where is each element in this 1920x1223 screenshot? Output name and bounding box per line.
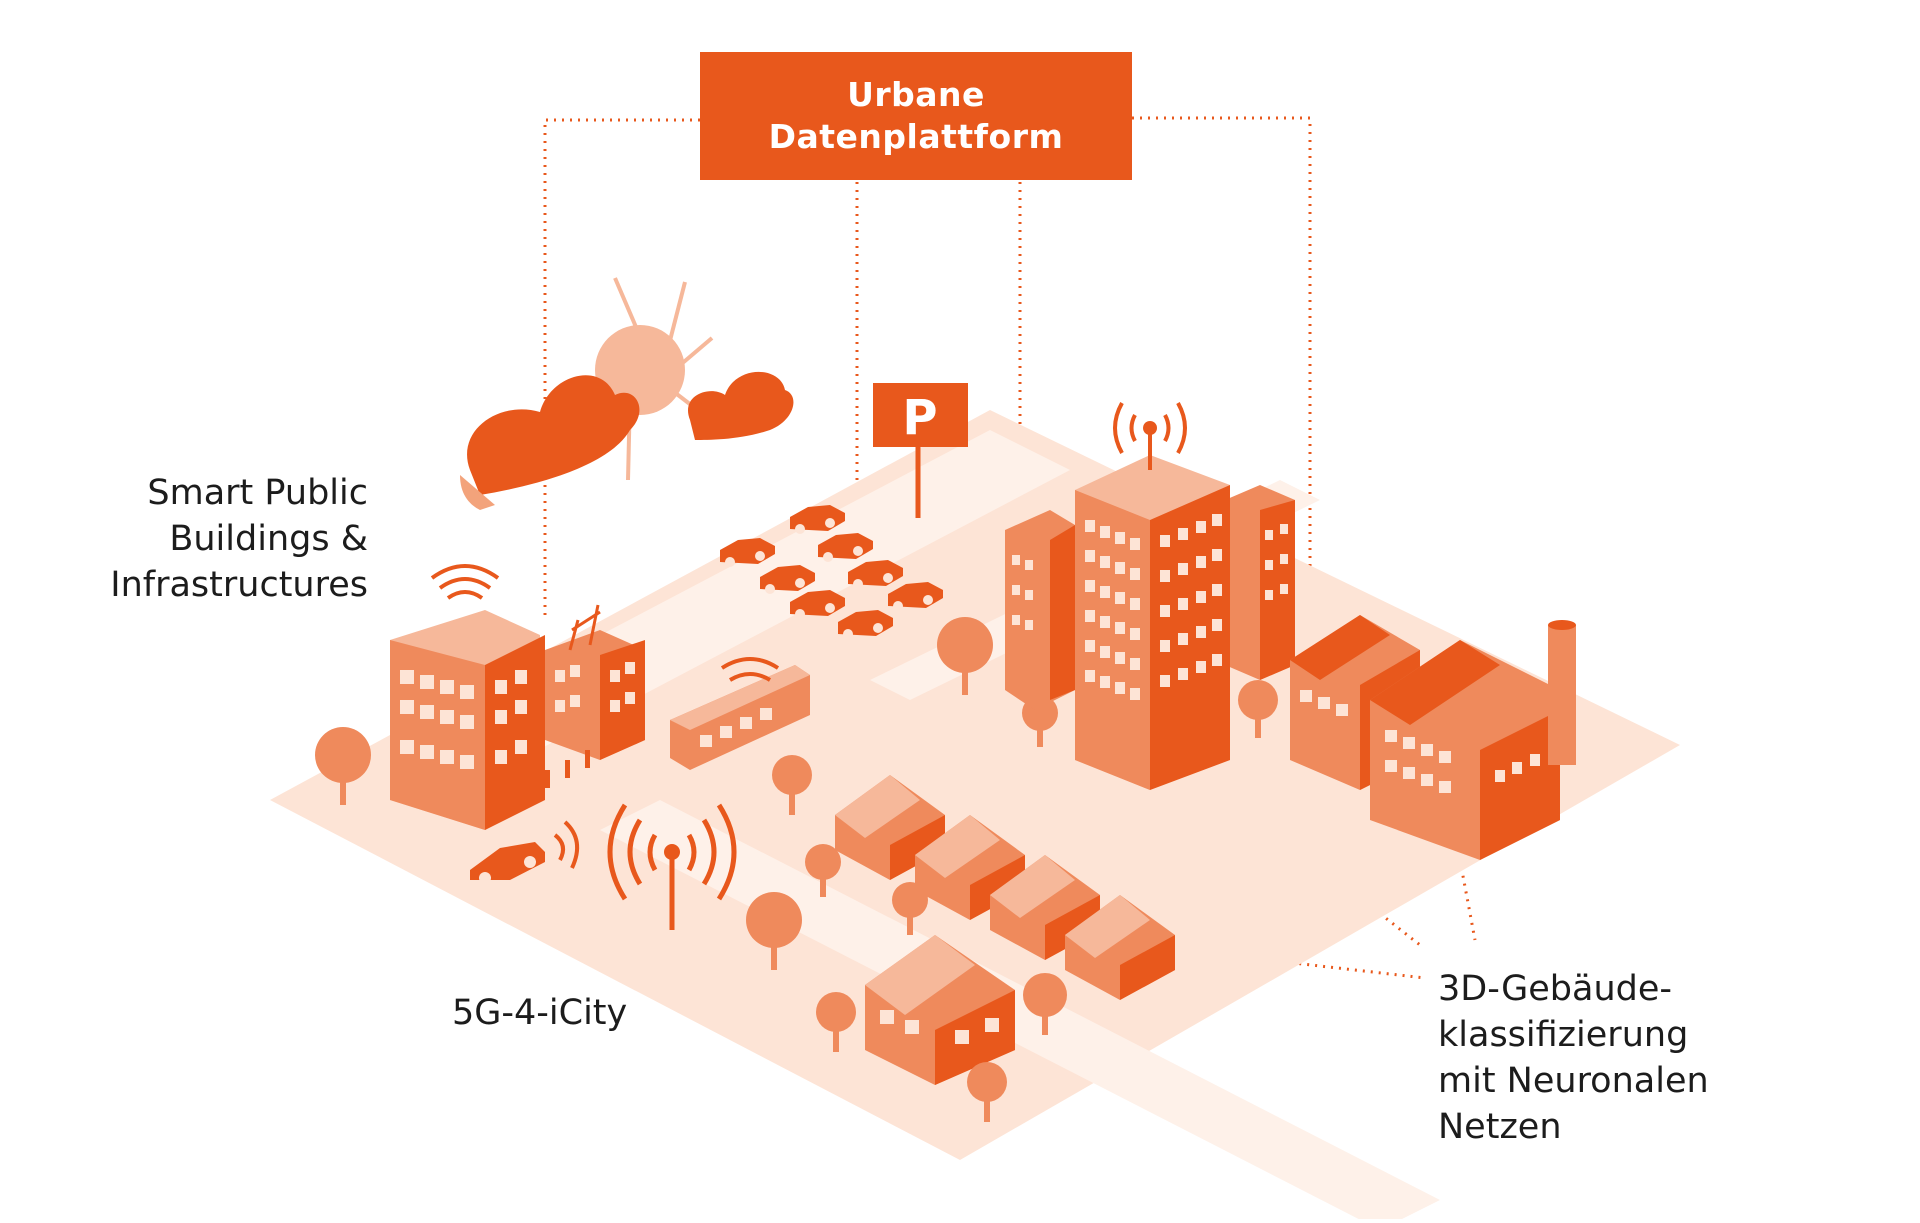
car-icon bbox=[470, 820, 580, 884]
small-cloud-icon bbox=[688, 371, 794, 440]
house bbox=[1065, 895, 1175, 1000]
bus-icon bbox=[670, 657, 810, 770]
parking-sign: P bbox=[873, 383, 968, 518]
solar-antenna-icon bbox=[568, 604, 601, 651]
smart-buildings-label: Smart Public Buildings & Infrastructures bbox=[60, 470, 368, 608]
connector-right bbox=[1132, 116, 1312, 610]
people-icon bbox=[500, 750, 590, 808]
factory-buildings bbox=[1290, 615, 1576, 860]
houses bbox=[835, 775, 1175, 1085]
antenna-tower-icon bbox=[1113, 402, 1187, 470]
classification-label-line: mit Neuronalen bbox=[1438, 1061, 1709, 1101]
sun-icon bbox=[595, 325, 685, 415]
5g-city-label: 5G-4-iCity bbox=[452, 993, 628, 1033]
tree-icon bbox=[315, 727, 371, 805]
high-rise-buildings bbox=[1005, 402, 1295, 790]
public-buildings bbox=[390, 564, 645, 830]
wifi-icon-building bbox=[430, 564, 500, 600]
tree-icon bbox=[1238, 680, 1278, 738]
parked-cars bbox=[720, 505, 943, 639]
smart-buildings-label-line: Infrastructures bbox=[110, 565, 368, 605]
connector-factory bbox=[1458, 859, 1477, 941]
tree-icon bbox=[937, 617, 993, 695]
urban-data-platform-box: Urbane Datenplattform bbox=[700, 52, 1132, 180]
classification-label-line: klassifizierung bbox=[1438, 1015, 1689, 1055]
tree-icon bbox=[805, 844, 841, 897]
tree-icon bbox=[816, 992, 856, 1052]
platform-title-line2: Datenplattform bbox=[768, 117, 1064, 156]
classification-label-line: Netzen bbox=[1438, 1107, 1562, 1147]
classification-label: 3D-Gebäude- klassifizierung mit Neuronal… bbox=[1438, 966, 1709, 1150]
tree-icon bbox=[772, 755, 812, 815]
smart-buildings-label-line: Smart Public bbox=[147, 473, 368, 513]
tree-icon bbox=[967, 1062, 1007, 1122]
tree-icon bbox=[892, 882, 928, 935]
tree-icon bbox=[746, 892, 802, 970]
smart-buildings-label-line: Buildings & bbox=[169, 519, 368, 559]
platform-title-line1: Urbane bbox=[847, 75, 985, 114]
cloud-icon bbox=[467, 375, 640, 495]
weather-icon bbox=[460, 277, 794, 510]
classification-label-line: 3D-Gebäude- bbox=[1438, 969, 1673, 1009]
house-large bbox=[865, 935, 1015, 1085]
parking-sign-letter: P bbox=[902, 390, 937, 446]
antenna-5g-icon bbox=[607, 803, 737, 930]
tree-icon bbox=[1023, 973, 1067, 1035]
trees bbox=[315, 617, 1278, 1122]
